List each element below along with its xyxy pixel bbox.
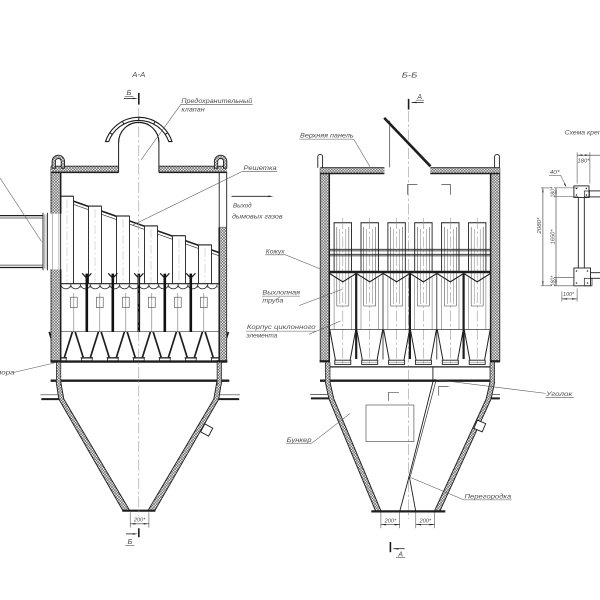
- svg-text:Верхняя панель: Верхняя панель: [300, 133, 354, 140]
- svg-text:Б: Б: [127, 88, 132, 97]
- svg-text:200*: 200*: [133, 518, 146, 524]
- svg-text:А: А: [397, 551, 403, 558]
- svg-text:200*: 200*: [384, 518, 397, 524]
- svg-text:клапан: клапан: [181, 106, 205, 113]
- svg-text:Решетка: Решетка: [244, 165, 277, 172]
- svg-text:Б-Б: Б-Б: [402, 71, 418, 80]
- svg-text:100*: 100*: [563, 292, 575, 298]
- svg-text:Б: Б: [128, 537, 133, 546]
- svg-text:Перегородка: Перегородка: [465, 492, 512, 500]
- svg-text:Корпус циклонного: Корпус циклонного: [247, 324, 316, 331]
- svg-text:200*: 200*: [419, 518, 432, 524]
- svg-text:элемента: элемента: [246, 332, 277, 339]
- svg-text:А: А: [416, 94, 422, 101]
- svg-text:Кожух: Кожух: [266, 248, 285, 255]
- svg-text:180*: 180*: [578, 158, 591, 164]
- svg-text:Предохранительный: Предохранительный: [181, 97, 252, 105]
- svg-text:Выход: Выход: [233, 201, 252, 209]
- svg-text:2080*: 2080*: [537, 217, 543, 235]
- svg-text:180*: 180*: [550, 275, 556, 286]
- svg-text:дымовых газов: дымовых газов: [232, 212, 283, 220]
- svg-text:А-А: А-А: [131, 70, 145, 79]
- svg-text:1650*: 1650*: [550, 229, 556, 245]
- svg-text:Схема крепления: Схема крепления: [565, 129, 600, 136]
- svg-text:180*: 180*: [550, 186, 556, 197]
- svg-text:Опора: Опора: [0, 370, 15, 377]
- svg-text:Выхлопная: Выхлопная: [262, 289, 300, 296]
- svg-text:Бункер: Бункер: [287, 437, 312, 444]
- svg-text:труба: труба: [262, 297, 283, 305]
- svg-text:40*: 40*: [550, 170, 561, 176]
- svg-text:Уголок: Уголок: [545, 391, 573, 398]
